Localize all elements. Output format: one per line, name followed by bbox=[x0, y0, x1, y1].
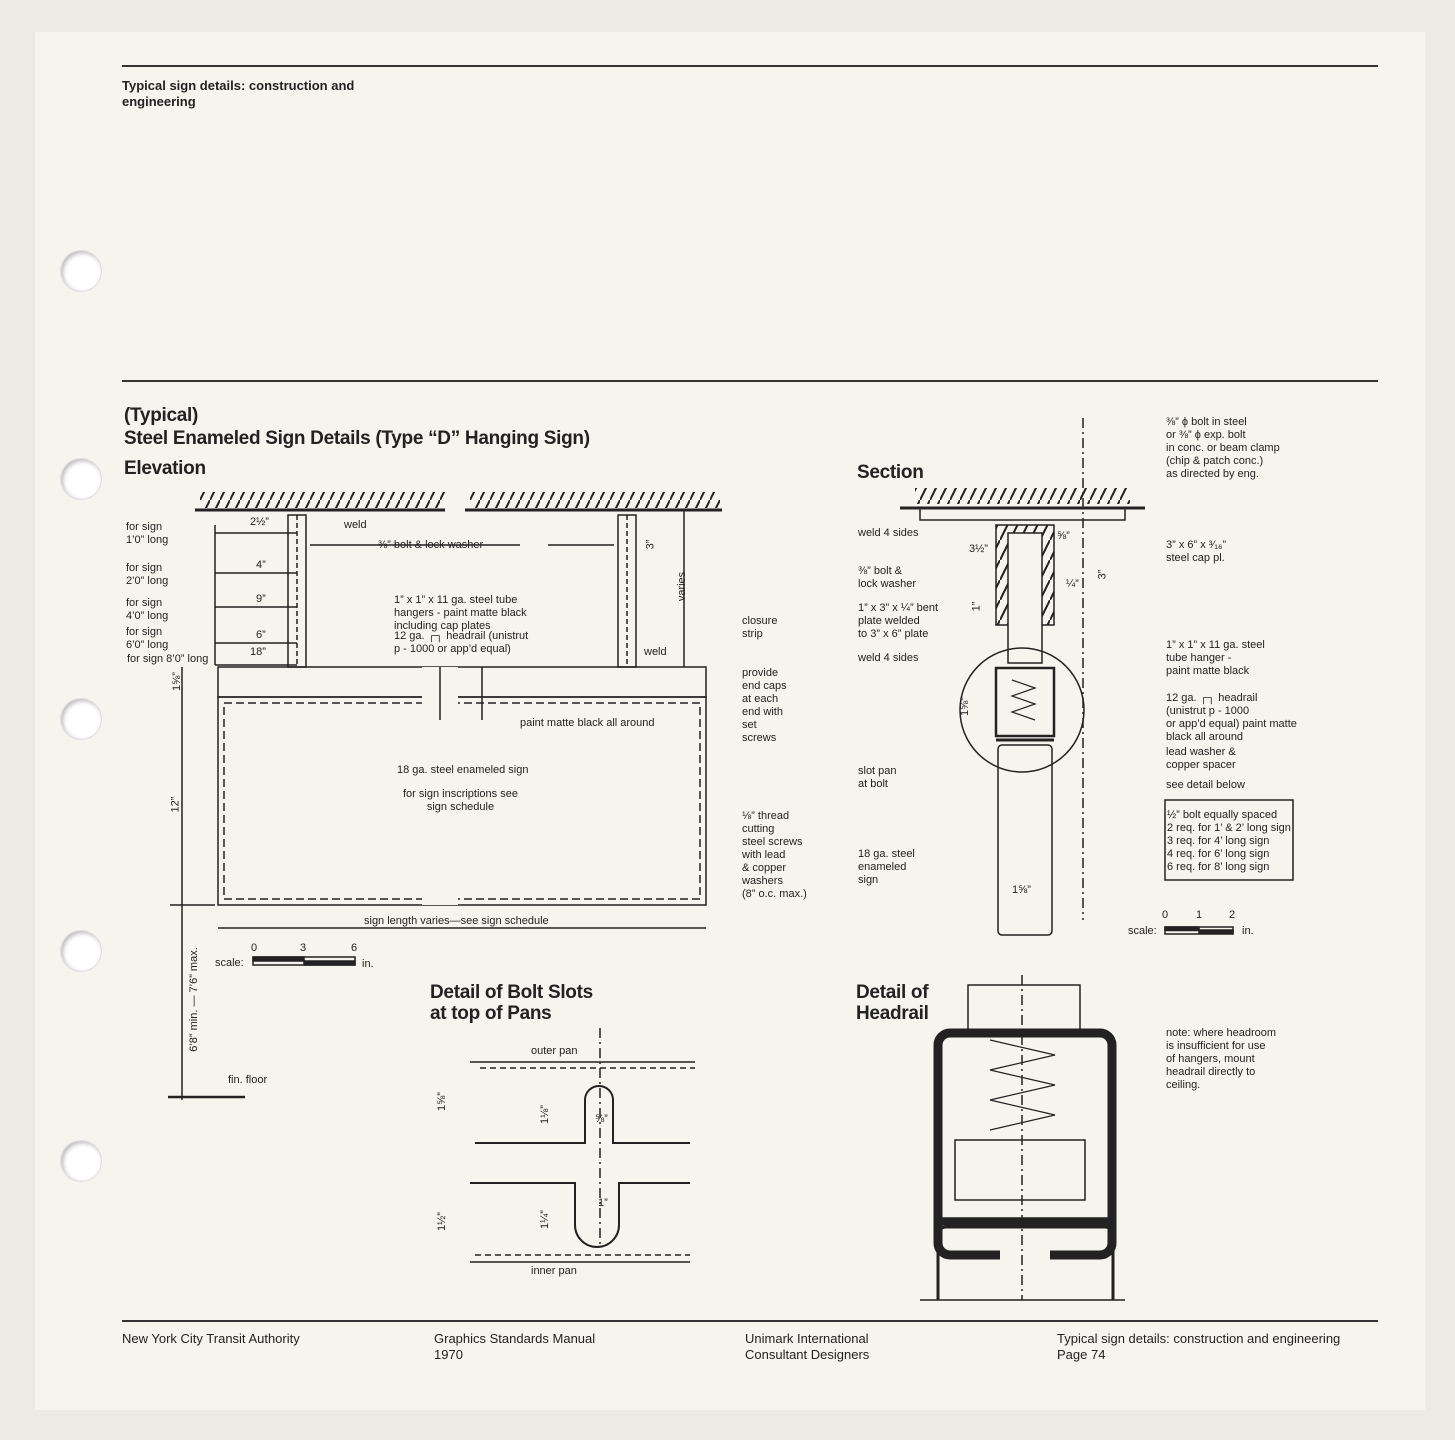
dim: 3” bbox=[1096, 569, 1109, 580]
scale-tick: 0 bbox=[251, 942, 258, 954]
dim: 1” bbox=[598, 1197, 608, 1209]
label: 3” bbox=[644, 539, 657, 550]
label: lead washer & copper spacer bbox=[1166, 746, 1236, 771]
bolt-note: ½” bolt equally spaced 2 req. for 1’ & 2… bbox=[1167, 809, 1291, 873]
label: 3” x 6” x ³⁄₁₆” steel cap pl. bbox=[1166, 539, 1227, 564]
label: weld 4 sides bbox=[858, 527, 919, 539]
label: weld bbox=[344, 519, 367, 531]
scale-tick: 0 bbox=[1162, 909, 1169, 921]
label: weld bbox=[644, 646, 667, 658]
dim: 1⅝” bbox=[958, 697, 971, 716]
binder-hole bbox=[60, 250, 102, 292]
scale-tick: 2 bbox=[1229, 909, 1236, 921]
binder-hole bbox=[60, 930, 102, 972]
binder-hole bbox=[60, 1140, 102, 1182]
label: 18 ga. steel enameled sign bbox=[397, 764, 529, 776]
label: see detail below bbox=[1166, 779, 1245, 791]
dim: 1½” bbox=[435, 1212, 448, 1231]
label: weld 4 sides bbox=[858, 652, 919, 664]
dim: 12” bbox=[169, 796, 182, 813]
dim: 3½” bbox=[969, 543, 988, 555]
dim: 6” bbox=[256, 629, 266, 641]
dim: 1⅛” bbox=[538, 1105, 551, 1124]
scale-unit: in. bbox=[362, 958, 374, 970]
label: provide end caps at each end with set sc… bbox=[742, 667, 787, 744]
binder-hole bbox=[60, 698, 102, 740]
label: ⅛” thread cutting steel screws with lead… bbox=[742, 810, 807, 900]
dim: 6’8” min. — 7’6” max. bbox=[187, 947, 200, 1052]
scale-label: scale: bbox=[215, 957, 244, 969]
footer-manual: Graphics Standards Manual 1970 bbox=[434, 1331, 596, 1362]
footer-publisher: New York City Transit Authority bbox=[122, 1331, 300, 1346]
scale-tick: 6 bbox=[351, 942, 358, 954]
page bbox=[35, 32, 1425, 1410]
scale-tick: 1 bbox=[1196, 909, 1203, 921]
size-label: for sign 1’0” long bbox=[126, 521, 169, 546]
footer-page: Typical sign details: construction and e… bbox=[1057, 1331, 1341, 1362]
drawing-title: (Typical) bbox=[124, 405, 199, 426]
scale-label: scale: bbox=[1128, 925, 1157, 937]
headrail-heading: Detail of Headrail bbox=[856, 982, 929, 1024]
label: sign length varies—see sign schedule bbox=[364, 915, 549, 927]
label: 1” x 1” x 11 ga. steel tube hangers - pa… bbox=[394, 594, 527, 632]
bolt-slots-heading: Detail of Bolt Slots at top of Pans bbox=[430, 982, 593, 1024]
drawing-title: Steel Enameled Sign Details (Type “D” Ha… bbox=[124, 428, 590, 449]
label: 12 ga. ┌┐ headrail (unistrut p - 1000 or… bbox=[394, 630, 529, 655]
label: outer pan bbox=[531, 1045, 578, 1057]
dim: 1⅝” bbox=[1012, 884, 1031, 896]
size-label: for sign 4’0” long bbox=[126, 597, 169, 622]
label: 1” x 3” x ¼” bent plate welded to 3” x 6… bbox=[858, 602, 939, 640]
page-header: Typical sign details: construction and e… bbox=[122, 78, 355, 109]
label: 18 ga. steel enameled sign bbox=[858, 848, 915, 886]
label: for sign inscriptions see sign schedule bbox=[403, 788, 518, 813]
dim: ¼” bbox=[1066, 578, 1079, 590]
size-label: for sign 8’0” long bbox=[127, 653, 209, 665]
label: 1” x 1” x 11 ga. steel tube hanger - pai… bbox=[1166, 639, 1265, 677]
size-label: for sign 2’0” long bbox=[126, 562, 169, 587]
section-heading: Section bbox=[857, 462, 924, 483]
divider bbox=[122, 1320, 1378, 1322]
dim: 1” bbox=[970, 601, 983, 612]
dim: 9” bbox=[256, 593, 266, 605]
label: ⅜” bolt & lock washer bbox=[378, 539, 484, 551]
footer-designers: Unimark International Consultant Designe… bbox=[745, 1331, 870, 1362]
dim: 18” bbox=[250, 646, 266, 658]
divider bbox=[122, 380, 1378, 382]
dim: ⅝” bbox=[595, 1113, 608, 1125]
label: ⅜” bolt & lock washer bbox=[858, 565, 917, 590]
label: paint matte black all around bbox=[520, 717, 655, 729]
elevation-heading: Elevation bbox=[124, 458, 206, 479]
label: inner pan bbox=[531, 1265, 577, 1277]
scale-unit: in. bbox=[1242, 925, 1254, 937]
size-label: for sign 6’0” long bbox=[126, 626, 169, 651]
label: 12 ga. ┌┐ headrail (unistrut p - 1000 or… bbox=[1166, 692, 1297, 743]
dim: 4” bbox=[256, 559, 266, 571]
dim: 1⅝” bbox=[170, 672, 183, 691]
binder-hole bbox=[60, 458, 102, 500]
label: slot pan at bolt bbox=[858, 765, 897, 790]
label: closure strip bbox=[742, 615, 778, 640]
label: varies bbox=[676, 571, 689, 602]
dim: 1⅝” bbox=[435, 1092, 448, 1111]
dim: 2½” bbox=[250, 516, 269, 528]
dim: ⅝” bbox=[1057, 530, 1070, 542]
dim: 1¼” bbox=[538, 1210, 551, 1229]
scale-tick: 3 bbox=[300, 942, 307, 954]
divider bbox=[122, 65, 1378, 67]
headroom-note: note: where headroom is insufficient for… bbox=[1166, 1027, 1277, 1091]
label: ⅜” ϕ bolt in steel or ⅜” ϕ exp. bolt in … bbox=[1166, 416, 1280, 480]
label: fin. floor bbox=[228, 1074, 268, 1086]
